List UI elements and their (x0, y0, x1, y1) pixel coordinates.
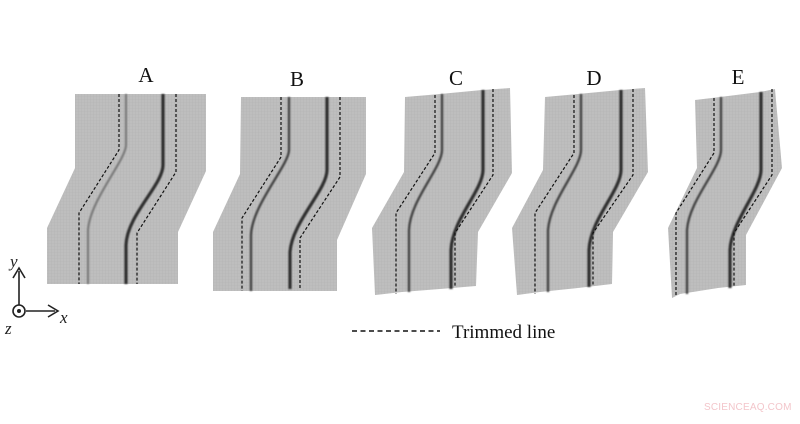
bead-line-left (407, 94, 444, 292)
bead-line-left (86, 94, 128, 284)
trimmed-line-left (395, 95, 436, 294)
legend-label: Trimmed line (452, 322, 555, 343)
legend: Trimmed line (352, 322, 555, 343)
y-arrowhead-icon (12, 266, 26, 279)
panel-label: A (138, 63, 154, 87)
panel-label: D (586, 66, 601, 90)
coordinate-axes: y x z (4, 252, 68, 338)
panel-d: D (512, 66, 648, 295)
watermark: SCIENCEAQ.COM (704, 402, 792, 413)
trimmed-line-right (136, 94, 177, 284)
trimmed-line-right (454, 89, 494, 287)
y-axis-label: y (8, 252, 18, 271)
panel-b: B (213, 67, 366, 291)
bead-line-left (546, 94, 583, 292)
trimmed-line-right (733, 89, 773, 287)
trimmed-line-left (675, 98, 715, 296)
x-arrowhead-icon (47, 304, 60, 318)
panels-group: A B C D E (47, 63, 782, 298)
panel-c: C (372, 66, 512, 295)
bead-line-right (124, 94, 165, 284)
sheet-outline (372, 88, 512, 295)
trimmed-line-right (592, 89, 634, 286)
trimmed-line-left (241, 97, 282, 291)
x-axis-label: x (59, 308, 68, 327)
bead-line-right (449, 90, 485, 289)
panel-a: A (47, 63, 206, 284)
z-axis-dot (17, 309, 21, 313)
trimmed-line-right (299, 97, 341, 289)
panel-e: E (668, 65, 782, 298)
bead-line-left (685, 97, 723, 294)
bead-line-right (288, 97, 329, 289)
sheet-outline (512, 88, 648, 295)
bead-line-left (249, 97, 291, 291)
sheet-outline (668, 89, 782, 298)
trimmed-line-left (534, 95, 575, 294)
panel-label: C (449, 66, 463, 90)
trimmed-line-left (78, 94, 120, 284)
z-axis-label: z (4, 319, 12, 338)
bead-line-right (587, 90, 623, 287)
panel-label: E (732, 65, 745, 89)
bead-line-right (728, 92, 763, 288)
sheet-outline (47, 94, 206, 284)
panel-label: B (290, 67, 304, 91)
